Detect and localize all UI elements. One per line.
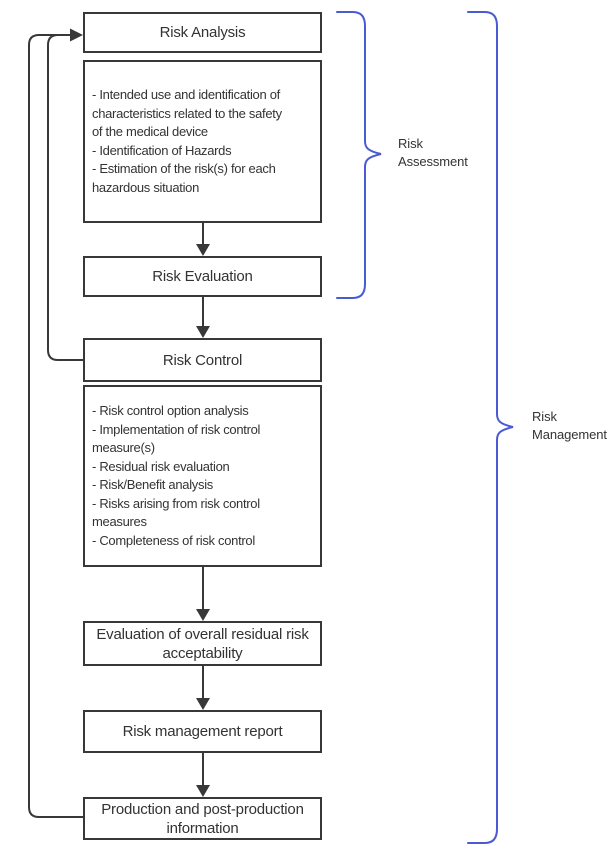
detail-line: - Intended use and identification of: [92, 87, 280, 102]
risk-analysis-box: Risk Analysis: [83, 12, 322, 53]
detail-line: characteristics related to the safety: [92, 105, 282, 121]
risk-management-report-label: Risk management report: [122, 723, 283, 740]
overall-residual-risk-label-line1: Evaluation of overall residual risk: [96, 625, 309, 643]
detail-line: measures: [92, 514, 147, 529]
detail-line: - Residual risk evaluation: [92, 458, 230, 474]
risk-control-box: Risk Control: [83, 338, 322, 382]
risk-assessment-label-line2: Assessment: [398, 154, 468, 169]
risk-control-label: Risk Control: [162, 351, 243, 369]
production-information-label-line2: information: [166, 819, 239, 837]
detail-line: of the medical device: [92, 124, 208, 139]
arrowhead-report: [196, 698, 210, 710]
feedback-loop-risk-control-to-risk-analysis: [47, 34, 83, 361]
arrowhead-risk-control: [196, 326, 210, 338]
arrowhead-into-risk-analysis: [70, 28, 83, 42]
detail-line: - Completeness of risk control: [92, 532, 255, 548]
risk-analysis-label: Risk Analysis: [159, 24, 246, 41]
detail-line: - Risk/Benefit analysis: [92, 477, 213, 492]
risk-management-label: Risk Management: [532, 408, 607, 444]
risk-assessment-label-line1: Risk: [398, 136, 423, 151]
risk-management-label-line2: Management: [532, 427, 607, 442]
detail-line: - Risks arising from risk control: [92, 495, 260, 511]
risk-assessment-label: Risk Assessment: [398, 135, 468, 171]
risk-evaluation-label: Risk Evaluation: [152, 268, 253, 285]
production-information-label-line1: Production and post-production: [101, 800, 304, 818]
risk-assessment-brace: [336, 11, 382, 299]
arrowhead-risk-evaluation: [196, 244, 210, 256]
detail-line: - Estimation of the risk(s) for each: [92, 161, 276, 176]
production-information-box: Production and post-production informati…: [83, 797, 322, 840]
detail-line: - Risk control option analysis: [92, 403, 249, 418]
arrowhead-overall-residual: [196, 609, 210, 621]
detail-line: measure(s): [92, 440, 155, 455]
overall-residual-risk-label-line2: acceptability: [162, 644, 243, 662]
detail-line: - Identification of Hazards: [92, 142, 232, 158]
feedback-loop-production-to-risk-analysis: [28, 34, 83, 818]
risk-management-label-line1: Risk: [532, 409, 557, 424]
risk-management-brace: [467, 11, 514, 844]
risk-control-details-box: - Risk control option analysis - Impleme…: [83, 385, 322, 567]
risk-management-report-box: Risk management report: [83, 710, 322, 753]
detail-line: hazardous situation: [92, 179, 200, 195]
detail-line: - Implementation of risk control: [92, 421, 261, 437]
overall-residual-risk-box: Evaluation of overall residual risk acce…: [83, 621, 322, 666]
risk-analysis-details-box: - Intended use and identification of cha…: [83, 60, 322, 223]
arrowhead-production: [196, 785, 210, 797]
risk-evaluation-box: Risk Evaluation: [83, 256, 322, 297]
